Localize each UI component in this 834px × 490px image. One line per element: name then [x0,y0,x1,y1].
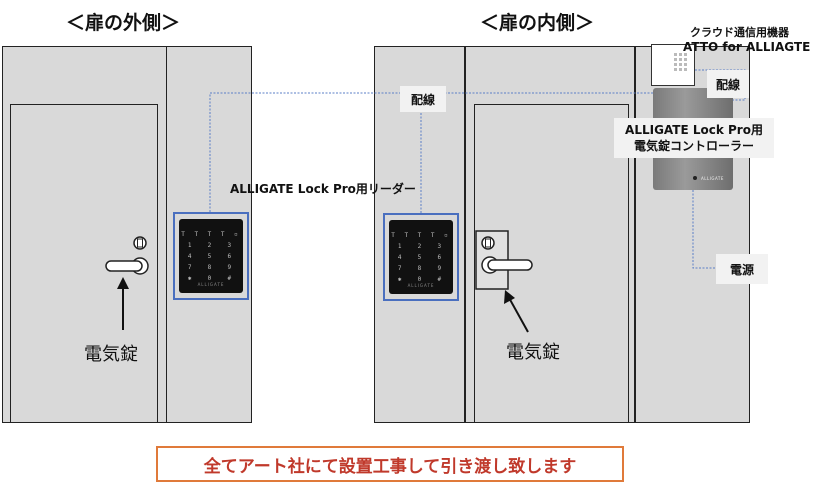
inside-door-handle-icon [475,230,533,290]
footer-note: 全てアート社にて設置工事して引き渡し致します [156,446,624,482]
reader-inside: T T T T ▫ 1 2 3 4 5 6 7 8 9 ✱ 0 # ALLIGA… [389,220,453,294]
outside-lock-arrow-icon [117,277,129,330]
controller-led-icon [693,176,697,180]
controller-label: ALLIGATE Lock Pro用 電気錠コントローラー [614,118,774,158]
power-label: 電源 [716,254,768,284]
wiring-label-1: 配線 [400,86,446,112]
reader-brand-outside: ALLIGATE [197,282,225,287]
electric-lock-label-outside: 電気錠 [84,344,138,365]
title-outside: ＜扉の外側＞ [66,12,181,34]
reader-brand-inside: ALLIGATE [407,283,435,288]
reader-label: ALLIGATE Lock Pro用リーダー [230,182,416,196]
cloud-device-label-line2: ATTO for ALLIAGTE [683,40,811,54]
cloud-device-label-line1: クラウド通信用機器 [690,26,789,39]
electric-lock-label-inside: 電気錠 [506,342,560,363]
controller-label-line1: ALLIGATE Lock Pro用 [625,123,763,137]
inside-lock-arrow-icon [504,290,529,333]
reader-frame-inside [383,213,459,301]
controller-brand: ALLIGATE [701,176,724,181]
controller-label-line2: 電気錠コントローラー [633,139,754,153]
keypad-outside: T T T T ▫ 1 2 3 4 5 6 7 8 9 ✱ 0 # [181,231,241,282]
reader-outside: T T T T ▫ 1 2 3 4 5 6 7 8 9 ✱ 0 # ALLIGA… [179,219,243,293]
atto-device-grid-icon [674,53,687,71]
keypad-inside: T T T T ▫ 1 2 3 4 5 6 7 8 9 ✱ 0 # [391,232,451,283]
wiring-label-2: 配線 [707,70,749,98]
title-inside: ＜扉の内側＞ [480,12,595,34]
outside-door-handle-icon [105,236,149,275]
atto-device [651,44,695,86]
reader-frame-outside [173,212,249,300]
